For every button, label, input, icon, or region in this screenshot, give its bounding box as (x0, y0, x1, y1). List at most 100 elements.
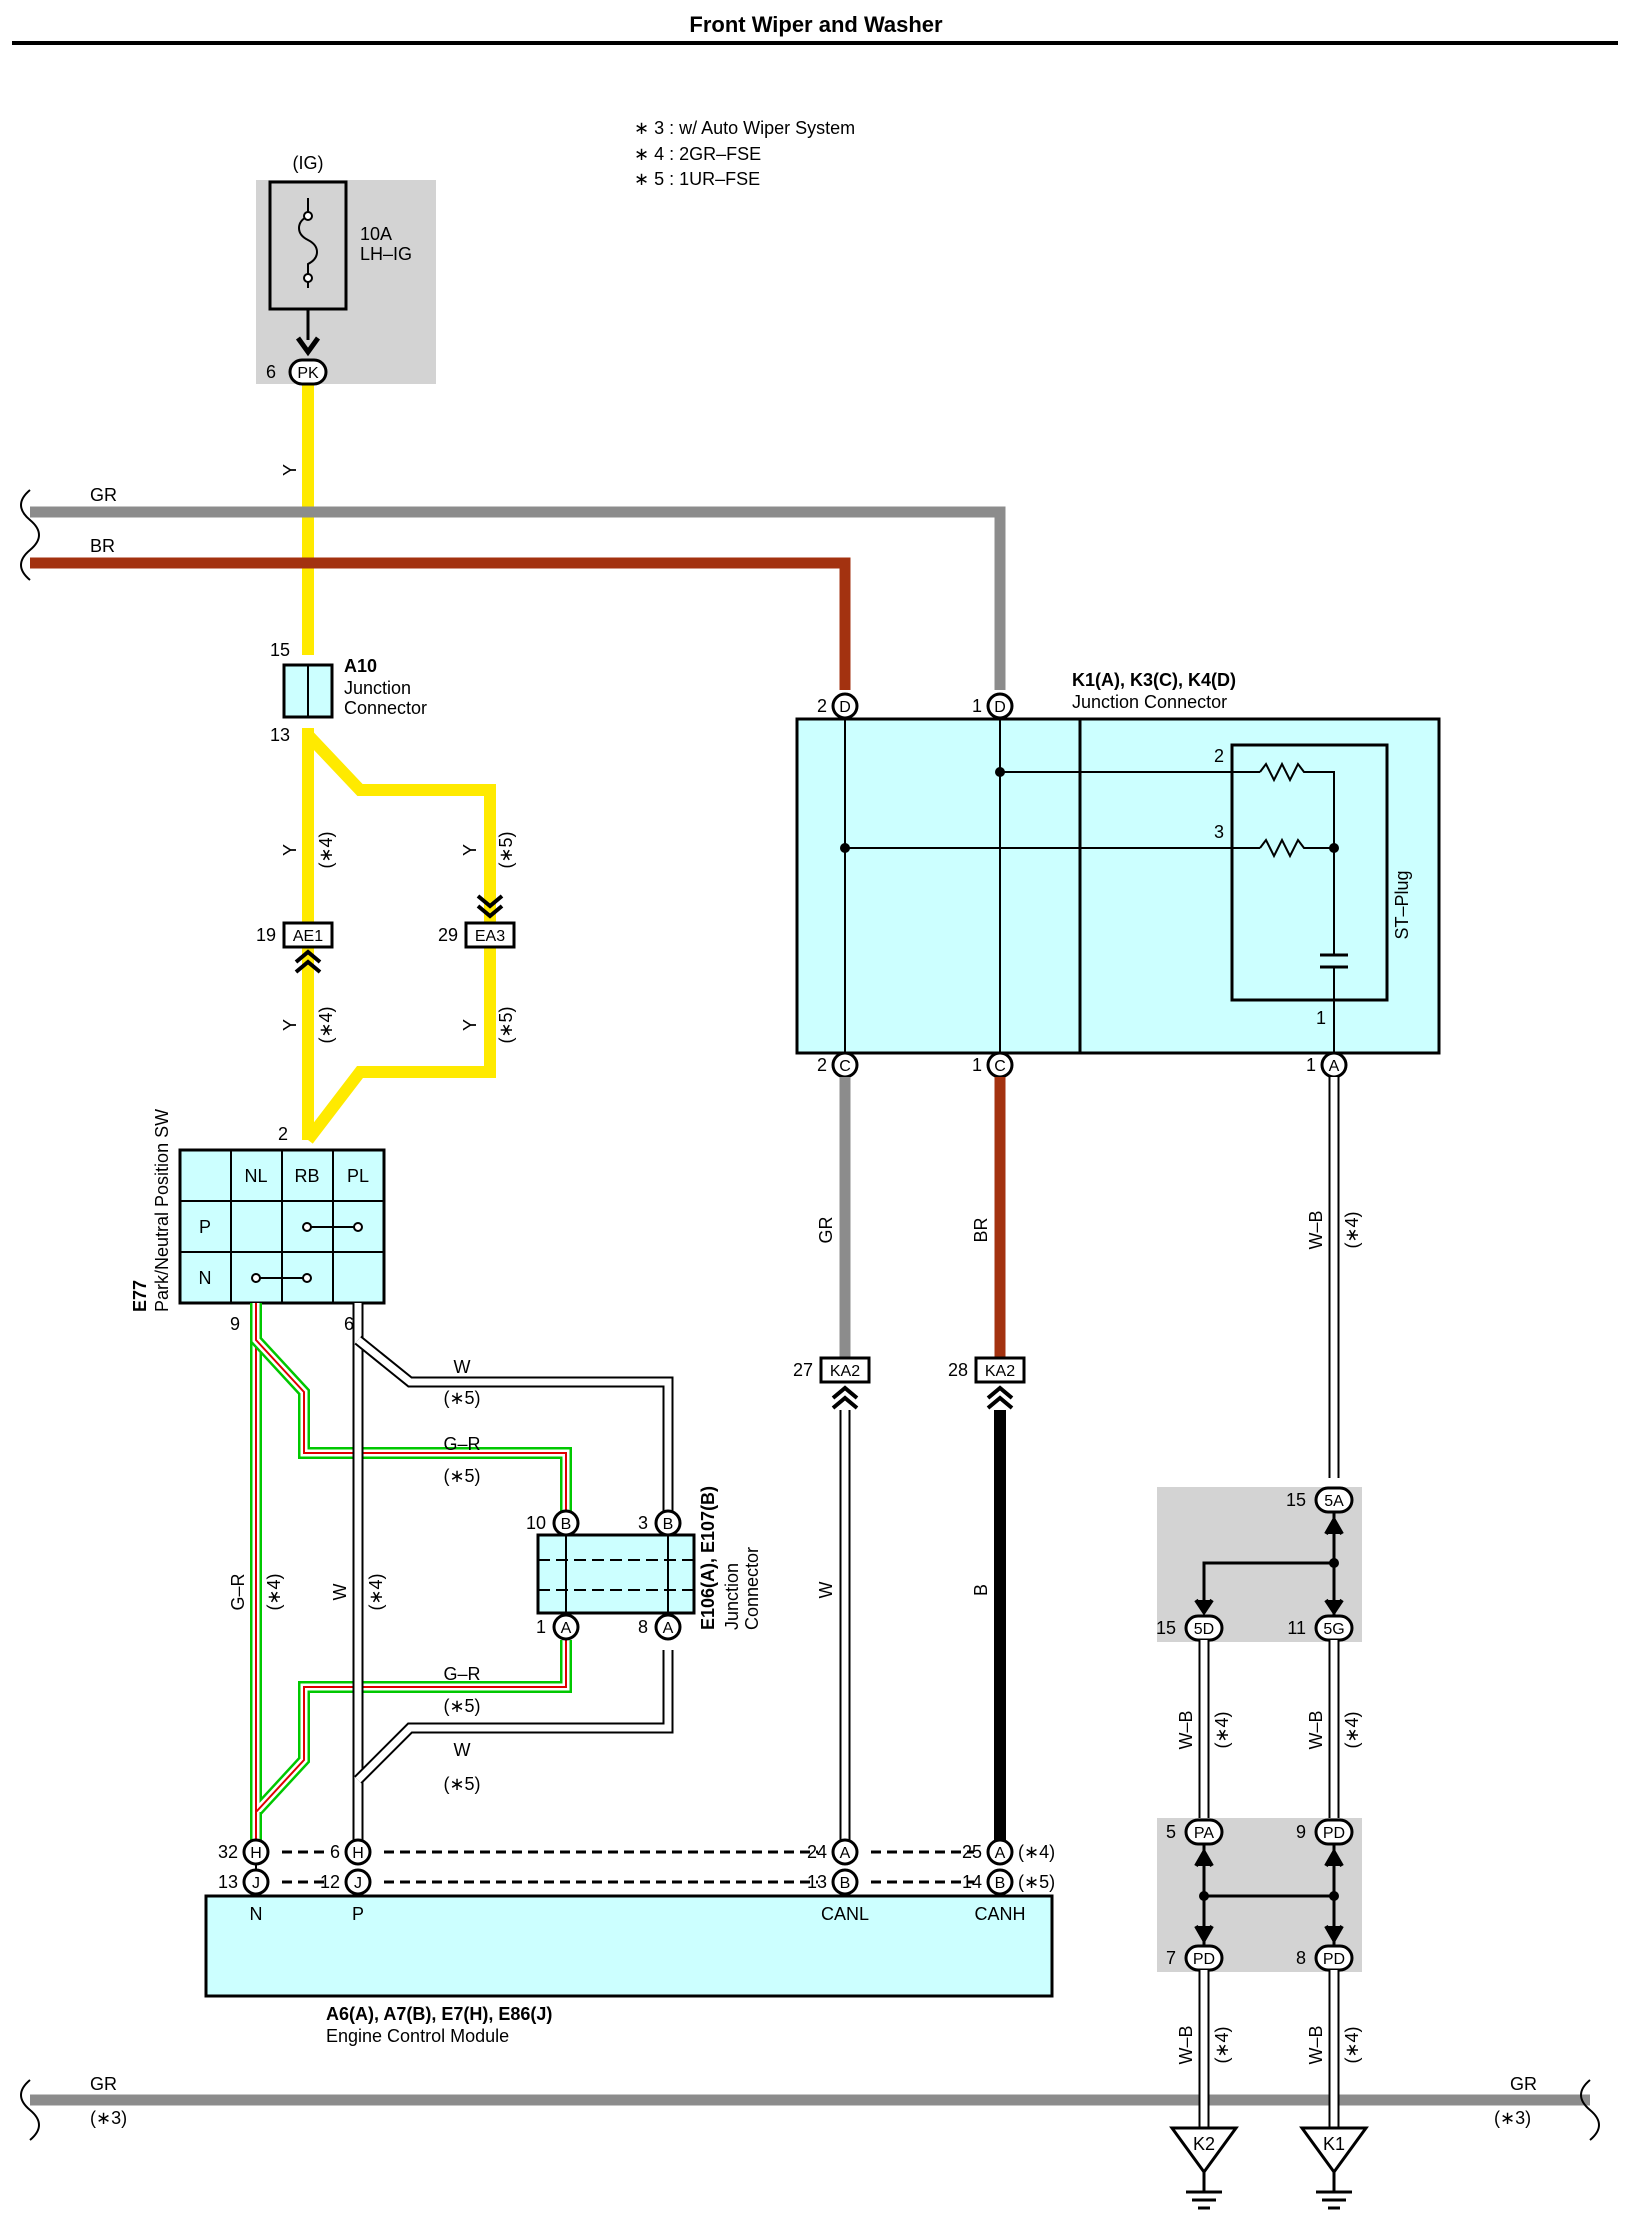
ea3-pin: 29 (438, 925, 458, 945)
svg-text:13: 13 (807, 1872, 827, 1892)
wire-label-b-canh: B (971, 1584, 991, 1596)
st-plug (1230, 743, 1389, 1002)
bus-gr-label: GR (90, 485, 117, 505)
resistor-icon (1259, 837, 1334, 859)
connector-pk-code: PK (297, 365, 319, 382)
e106-id: E106(A), E107(B) (698, 1486, 718, 1630)
ground-k1-label: K1 (1323, 2134, 1345, 2154)
arrow-down-icon (1324, 1925, 1344, 1945)
wire-label-g-r-left: G–R (228, 1573, 248, 1610)
bus-gr-bottom-note-left: (∗3) (90, 2108, 127, 2128)
wire-label-wb-k2: W–B (1176, 2025, 1196, 2064)
svg-text:A: A (995, 1845, 1006, 1862)
chevron-up-icon (986, 1385, 1014, 1410)
bus-gr-bottom-label-right: GR (1510, 2074, 1537, 2094)
break-mark-icon (20, 489, 40, 581)
wire-label-wb-main: W–B (1306, 1210, 1326, 1249)
svg-text:24: 24 (807, 1842, 827, 1862)
k1-top-pin-1: 2 (817, 696, 827, 716)
arrow-down-icon (1194, 1925, 1214, 1945)
chevron-up-icon (294, 949, 322, 974)
ka2-b-code: KA2 (985, 1363, 1015, 1380)
splice-pd1-code: PD (1323, 1825, 1345, 1842)
wire-label-w-canl: W (816, 1582, 836, 1599)
a10-id: A10 (344, 656, 377, 676)
ecm-note-row1: (∗4) (1018, 1842, 1055, 1862)
ecm-pin-a1: A 24 (807, 1838, 859, 1866)
k1-top-pin-2: 1 (972, 696, 982, 716)
ka2-a-pin: 27 (793, 1360, 813, 1380)
wires-wb-mid (1198, 1640, 1340, 1818)
k1-inner-1: 1 (1316, 1008, 1326, 1028)
ecm-note-row2: (∗5) (1018, 1872, 1055, 1892)
k1-name: Junction Connector (1072, 692, 1227, 712)
ground-k2 (1169, 2126, 1239, 2175)
note-3: ∗ 3 : w/ Auto Wiper System (634, 118, 855, 138)
splice-5d-pin: 15 (1156, 1618, 1176, 1638)
splice-pd1-pin: 9 (1296, 1822, 1306, 1842)
a10-name1: Junction (344, 678, 411, 698)
wire-note-g-r-left: (∗4) (264, 1573, 284, 1610)
splice-pd-1 (1314, 1818, 1354, 1846)
note-4: ∗ 4 : 2GR–FSE (634, 144, 761, 164)
k1-id: K1(A), K3(C), K4(D) (1072, 670, 1236, 690)
wire-note-w-top: (∗5) (443, 1388, 480, 1408)
note-5: ∗ 5 : 1UR–FSE (634, 169, 760, 189)
a10-name2: Connector (344, 698, 427, 718)
wire-label-gr-top: G–R (443, 1434, 480, 1454)
wire-note-5a: (∗5) (496, 831, 516, 868)
splice-pd2-pin: 7 (1166, 1948, 1176, 1968)
splice-pd2-code: PD (1193, 1951, 1215, 1968)
e106-code-tl: B (561, 1516, 572, 1533)
wire-label-gr-bottom: G–R (443, 1664, 480, 1684)
ecm-terminal-n: N (250, 1904, 263, 1924)
ecm-pin-h2: H 6 (330, 1838, 372, 1866)
e106-pin-br: 8 (638, 1617, 648, 1637)
wire-label-wb-5g: W–B (1306, 1710, 1326, 1749)
k1-bottom-code-1: C (839, 1058, 851, 1075)
svg-text:J: J (354, 1875, 362, 1892)
k1-bottom-pin-3: 1 (1306, 1055, 1316, 1075)
arrow-up-icon (1194, 1847, 1214, 1867)
connector-pk-pin: 6 (266, 362, 276, 382)
splice-5d-code: 5D (1194, 1621, 1214, 1638)
arrow-up-icon (1324, 1847, 1344, 1867)
e77-name: Park/Neutral Position SW (152, 1109, 172, 1312)
svg-text:32: 32 (218, 1842, 238, 1862)
ground-k2-label: K2 (1193, 2134, 1215, 2154)
ea3-code: EA3 (475, 928, 505, 945)
break-mark-icon (1580, 2079, 1600, 2141)
ecm-pin-b2: B 14 (962, 1868, 1014, 1896)
wire-label-y-4a: Y (280, 844, 300, 856)
splice-pd3-code: PD (1323, 1951, 1345, 1968)
e77-pin-left: 9 (230, 1314, 240, 1334)
ae1-pin: 19 (256, 925, 276, 945)
wire-note-w-left: (∗4) (366, 1573, 386, 1610)
ground-icon (1186, 2172, 1222, 2210)
a10-pin-top: 15 (270, 640, 290, 660)
wire-note-wb-k2: (∗4) (1212, 2026, 1232, 2063)
wire-label-wb-k1: W–B (1306, 2025, 1326, 2064)
e77-pin-top: 2 (278, 1124, 288, 1144)
splice-pa-code: PA (1194, 1825, 1214, 1842)
ecm-pin-b1: B 13 (807, 1868, 859, 1896)
svg-text:B: B (995, 1875, 1006, 1892)
svg-text:J: J (252, 1875, 260, 1892)
ecm-id: A6(A), A7(B), E7(H), E86(J) (326, 2004, 552, 2024)
wire-label-y-4b: Y (280, 1019, 300, 1031)
arrow-down-icon (1194, 1598, 1214, 1616)
k1-top-code-1: D (839, 699, 851, 716)
wire-label-w-top: W (454, 1357, 471, 1377)
e77-col-nl: NL (244, 1166, 267, 1186)
bus-gr (30, 506, 1006, 690)
arrow-down-icon (295, 336, 321, 357)
wire-label-br-drop: BR (971, 1217, 991, 1242)
connector-ea3 (464, 921, 516, 949)
splice-5a (1314, 1486, 1354, 1514)
splice-5a-code: 5A (1324, 1493, 1344, 1510)
connector-pk (288, 358, 328, 386)
svg-text:A: A (840, 1845, 851, 1862)
wire-note-w-bottom: (∗5) (443, 1774, 480, 1794)
wire-note-4a: (∗4) (316, 831, 336, 868)
